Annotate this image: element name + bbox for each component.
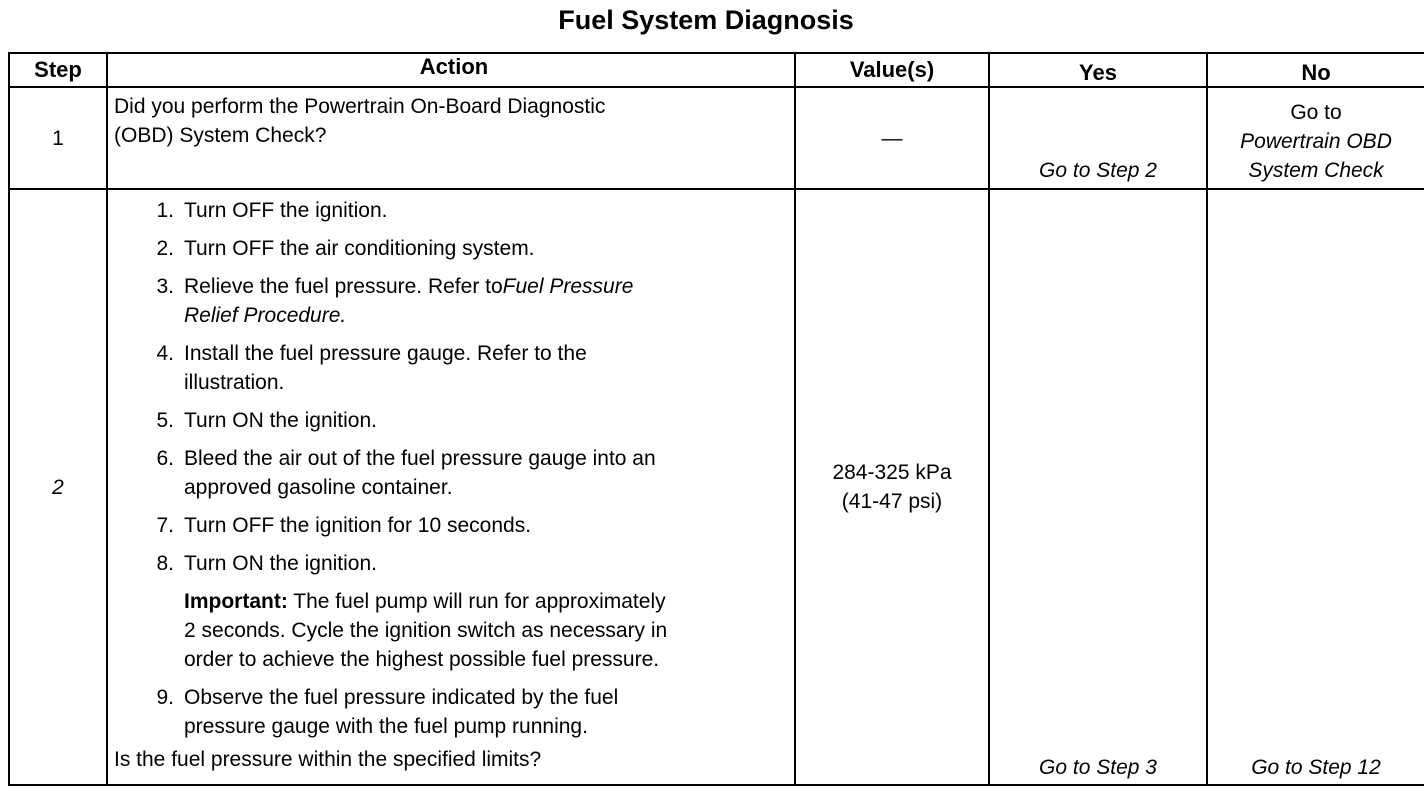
no-link[interactable]: System Check (1248, 159, 1384, 182)
no-cell: Go to Powertrain OBD System Check (1206, 86, 1424, 190)
yes-link[interactable]: Go to Step 3 (988, 188, 1208, 786)
value-cell: — (794, 86, 990, 190)
procedure-list: 9.Observe the fuel pressure indicated by… (114, 683, 794, 741)
value-text: (41-47 psi) (841, 490, 943, 513)
list-item: 4.Install the fuel pressure gauge. Refer… (156, 342, 587, 394)
header-values: Value(s) (794, 52, 990, 88)
action-cell: Did you perform the Powertrain On-Board … (106, 86, 796, 190)
list-item: 8.Turn ON the ignition. (156, 552, 377, 575)
question-text: Is the fuel pressure within the specifie… (114, 748, 542, 771)
procedure-link[interactable]: Relief Procedure. (184, 304, 347, 327)
list-item: 7.Turn OFF the ignition for 10 seconds. (156, 514, 532, 537)
table-header-row: Step Action Value(s) Yes No (8, 52, 1424, 88)
table-row: 2 1.Turn OFF the ignition. 2.Turn OFF th… (8, 188, 1424, 786)
page-title: Fuel System Diagnosis (558, 5, 854, 35)
important-note: Important: The fuel pump will run for ap… (184, 590, 668, 671)
list-item: 3.Relieve the fuel pressure. Refer toFue… (156, 275, 634, 327)
action-cell: 1.Turn OFF the ignition. 2.Turn OFF the … (106, 188, 796, 786)
no-text: Go to (1290, 101, 1342, 124)
list-item: 2.Turn OFF the air conditioning system. (156, 237, 535, 260)
header-action: Action (106, 52, 796, 88)
header-no: No (1206, 52, 1424, 88)
no-link[interactable]: Powertrain OBD (1240, 130, 1392, 153)
header-step: Step (8, 52, 108, 88)
list-item: 1.Turn OFF the ignition. (156, 199, 388, 222)
list-item: 5.Turn ON the ignition. (156, 409, 377, 432)
value-cell: 284-325 kPa (41-47 psi) (794, 188, 990, 786)
list-item: 9.Observe the fuel pressure indicated by… (156, 686, 619, 738)
no-link[interactable]: Go to Step 12 (1206, 188, 1424, 786)
list-item: 6.Bleed the air out of the fuel pressure… (156, 447, 656, 499)
procedure-list: 1.Turn OFF the ignition. 2.Turn OFF the … (114, 196, 794, 578)
step-number: 1 (8, 86, 108, 190)
table-row: 1 Did you perform the Powertrain On-Boar… (8, 86, 1424, 190)
value-text: 284-325 kPa (832, 461, 952, 484)
action-text: Did you perform the Powertrain On-Board … (114, 95, 606, 118)
step-number: 2 (8, 188, 108, 786)
header-yes: Yes (988, 52, 1208, 88)
yes-link[interactable]: Go to Step 2 (988, 86, 1208, 190)
diagnosis-table: Step Action Value(s) Yes No 1 Did you pe… (8, 52, 1424, 786)
procedure-link[interactable]: Fuel Pressure (502, 275, 634, 298)
action-text: (OBD) System Check? (114, 124, 327, 147)
